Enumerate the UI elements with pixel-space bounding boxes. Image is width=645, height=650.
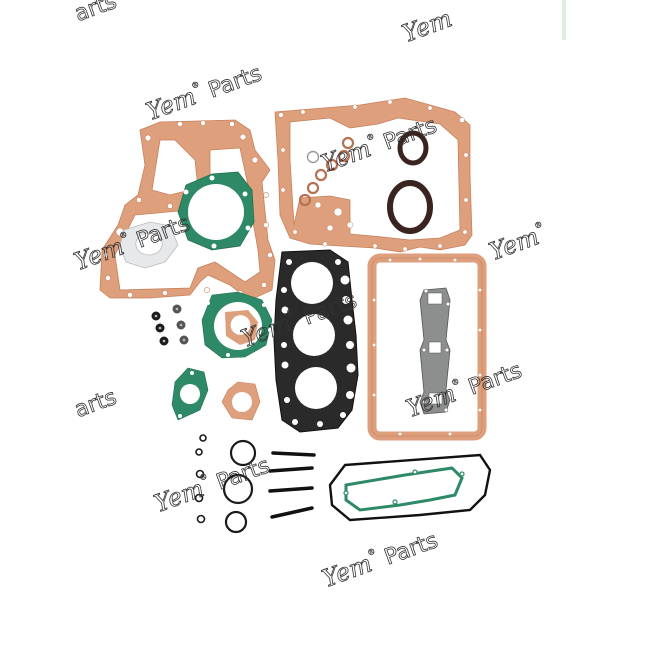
oil-pan-gasket — [367, 253, 487, 441]
valve-stem-seals — [151, 304, 189, 346]
gear-case-gasket — [274, 97, 473, 253]
copper-washers — [298, 136, 355, 207]
water-pump-gasket-large — [177, 171, 255, 251]
water-pump-gasket-small — [201, 291, 273, 359]
cylinder-head-gasket — [273, 249, 359, 433]
exhaust-manifold-gasket — [419, 287, 451, 415]
crankshaft-oil-seals — [387, 130, 433, 234]
thermostat-gasket — [119, 221, 179, 269]
rubber-strips — [268, 451, 316, 519]
inlet-gasket-green — [171, 367, 209, 421]
thermostat-housing-gasket — [221, 381, 261, 421]
o-rings — [194, 434, 257, 534]
valve-cover-gasket — [328, 453, 492, 522]
